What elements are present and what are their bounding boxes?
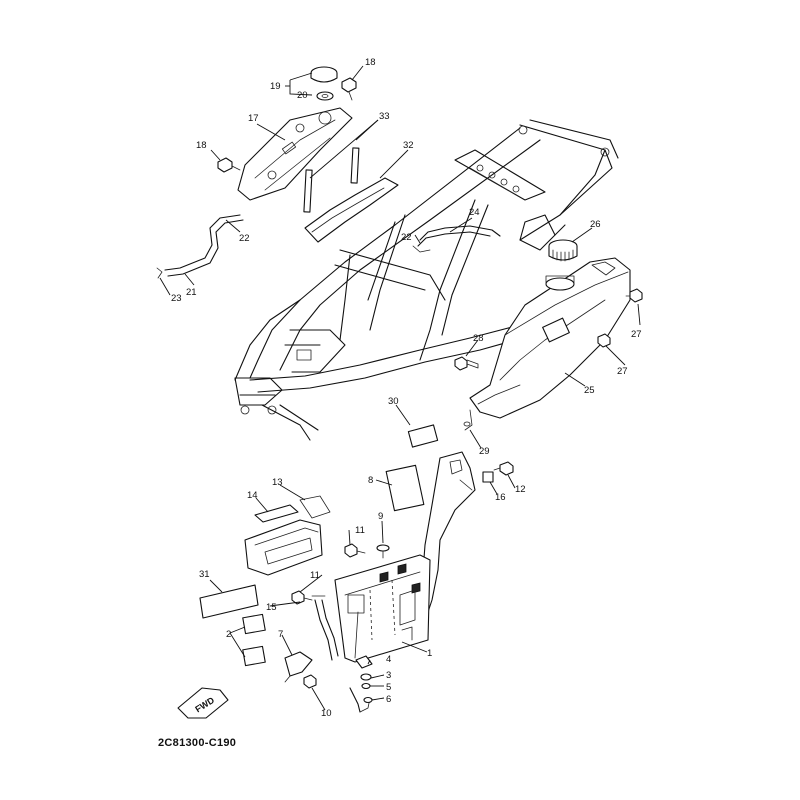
- battery-box: [334, 554, 431, 663]
- callout-23: 23: [171, 293, 182, 304]
- callout-11-upper: 11: [355, 525, 365, 536]
- label-30: [407, 424, 439, 448]
- diagram-code: 2C81300-C190: [158, 737, 237, 749]
- callout-29: 29: [479, 446, 490, 457]
- callout-labels: 19 20 18 17 18 33 32 22 22 24 21 23 26 2…: [171, 57, 642, 719]
- callout-14: 14: [247, 490, 258, 501]
- callout-31: 31: [199, 569, 210, 580]
- callout-27-lower: 27: [617, 366, 628, 377]
- bolt-27-lower: [597, 333, 611, 348]
- clamp-4: [355, 655, 373, 669]
- callout-13: 13: [272, 477, 283, 488]
- leader-lines: [159, 65, 641, 711]
- callout-17: 17: [248, 113, 259, 124]
- fwd-arrow: FWD: [177, 687, 229, 719]
- fuel-cap-26: [548, 239, 578, 262]
- bolt-27-upper: [625, 288, 643, 303]
- callout-12: 12: [515, 484, 526, 495]
- callout-18-left: 18: [196, 140, 207, 151]
- callout-20: 20: [297, 90, 308, 101]
- callout-28: 28: [473, 333, 484, 344]
- band-lever-15: [311, 595, 339, 661]
- callout-9: 9: [378, 511, 383, 522]
- callout-32: 32: [403, 140, 414, 151]
- callout-6: 6: [386, 694, 391, 705]
- seal-32: [304, 177, 399, 243]
- fasteners-3-6: [349, 673, 373, 713]
- callout-30: 30: [388, 396, 399, 407]
- nut-10: [303, 674, 317, 689]
- callout-22-left: 22: [239, 233, 250, 244]
- label-8: [385, 464, 425, 512]
- pads-2: [242, 613, 266, 667]
- callout-21: 21: [186, 287, 197, 298]
- callout-5: 5: [386, 682, 391, 693]
- hose-21: [164, 214, 244, 277]
- grommet-20: [316, 91, 334, 101]
- clip-23: [156, 267, 163, 279]
- callout-33: 33: [379, 111, 390, 122]
- callout-27-upper: 27: [631, 329, 642, 340]
- bolt-18-left: [217, 157, 241, 173]
- callout-26: 26: [590, 219, 601, 230]
- frame: [234, 119, 619, 441]
- collar-16: [482, 471, 494, 483]
- callout-24: 24: [469, 207, 480, 218]
- callout-25: 25: [584, 385, 595, 396]
- bolt-12: [493, 461, 514, 476]
- callout-1: 1: [427, 648, 432, 659]
- bracket-7: [284, 651, 313, 683]
- callout-22-mid: 22: [401, 232, 412, 243]
- callout-3: 3: [386, 670, 391, 681]
- filler-neck: [545, 275, 575, 291]
- tank-outlet-29: [463, 409, 473, 431]
- callout-8: 8: [368, 475, 373, 486]
- callout-10: 10: [321, 708, 332, 719]
- pads-33: [303, 147, 360, 213]
- bolt-28: [454, 356, 479, 371]
- callout-2: 2: [226, 629, 231, 640]
- cap-19: [310, 66, 338, 83]
- callout-11-lower: 11: [310, 570, 320, 581]
- tank-bracket-17: [237, 107, 353, 201]
- callout-16: 16: [495, 492, 506, 503]
- callout-18-top: 18: [365, 57, 376, 68]
- callout-4: 4: [386, 654, 391, 665]
- screw-9: [376, 544, 390, 559]
- callout-19: 19: [270, 81, 281, 92]
- rubber-13: [244, 495, 331, 576]
- callout-7: 7: [278, 629, 283, 640]
- bolts-11: [291, 543, 366, 605]
- bolt-18-top: [341, 77, 357, 101]
- label-31: [199, 584, 259, 619]
- callout-15: 15: [266, 602, 277, 613]
- pad-14: [254, 504, 299, 523]
- fuel-tank-25: [469, 257, 631, 419]
